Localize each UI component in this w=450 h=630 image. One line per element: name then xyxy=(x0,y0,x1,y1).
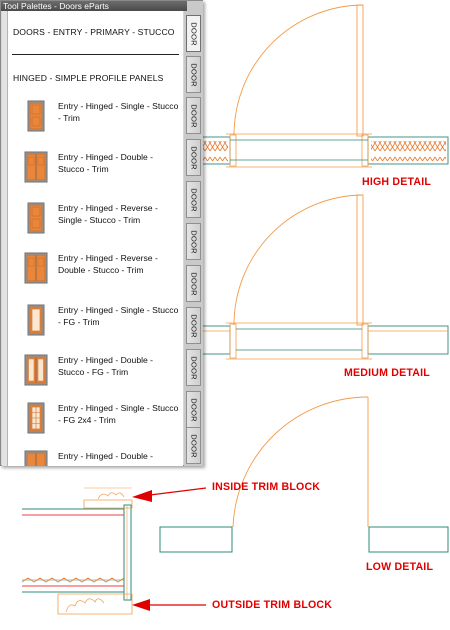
tab-door-8[interactable]: DOOR xyxy=(186,307,201,344)
tab-door-9[interactable]: DOOR xyxy=(186,349,201,386)
tab-door-7[interactable]: DOOR xyxy=(186,265,201,302)
section-separator xyxy=(12,54,179,55)
medium-detail-label: MEDIUM DETAIL xyxy=(344,367,430,379)
palette-scrollbar[interactable] xyxy=(2,11,8,466)
tool-item-label: Entry - Hinged - Double - Stucco - Trim xyxy=(58,152,154,174)
tool-item-label: Entry - Hinged - Double - xyxy=(58,451,154,461)
section-header-hinged: HINGED - SIMPLE PROFILE PANELS xyxy=(13,73,164,83)
tool-item-entry-hinged-single-stucco-fg-2x4-trim[interactable]: Entry - Hinged - Single - Stucco - FG 2x… xyxy=(8,399,183,447)
palette-title: Tool Palettes - Doors eParts xyxy=(3,1,109,11)
single-2x4-glass-door-icon xyxy=(27,402,45,434)
tool-item-label: Entry - Hinged - Reverse - Double - Stuc… xyxy=(58,253,158,275)
tab-door-10[interactable]: DOOR xyxy=(186,391,201,428)
tab-door-11[interactable]: DOOR xyxy=(186,427,201,464)
outside-trim-block-label: OUTSIDE TRIM BLOCK xyxy=(212,599,333,611)
title-strip xyxy=(187,1,203,11)
tab-door-5[interactable]: DOOR xyxy=(186,181,201,218)
tool-item-entry-hinged-double-stucco-fg-trim[interactable]: Entry - Hinged - Double - Stucco - FG - … xyxy=(8,351,183,399)
double-panel-door-icon xyxy=(24,252,48,284)
low-detail-door-plan xyxy=(159,396,449,553)
tab-door-6[interactable]: DOOR xyxy=(186,223,201,260)
tool-item-label: Entry - Hinged - Double - Stucco - FG - … xyxy=(58,355,154,377)
tab-door-3[interactable]: DOOR xyxy=(186,97,201,134)
tool-item-label: Entry - Hinged - Single - Stucco - Trim xyxy=(58,101,179,123)
tab-door-1[interactable]: DOOR xyxy=(186,15,201,52)
single-glass-door-icon xyxy=(27,304,45,336)
single-panel-door-icon xyxy=(27,100,45,132)
single-panel-door-icon xyxy=(27,202,45,234)
section-header-primary-stucco: DOORS - ENTRY - PRIMARY - STUCCO xyxy=(13,27,175,37)
tool-item-label: Entry - Hinged - Single - Stucco - FG - … xyxy=(58,305,179,327)
tool-item-entry-hinged-single-stucco-fg-trim[interactable]: Entry - Hinged - Single - Stucco - FG - … xyxy=(8,301,183,349)
palette-content: DOORS - ENTRY - PRIMARY - STUCCO HINGED … xyxy=(8,11,183,466)
high-detail-label: HIGH DETAIL xyxy=(362,176,432,188)
tool-item-entry-hinged-double[interactable]: Entry - Hinged - Double - xyxy=(8,447,183,466)
double-panel-door-icon xyxy=(24,450,48,466)
tool-item-entry-hinged-double-stucco-trim[interactable]: Entry - Hinged - Double - Stucco - Trim xyxy=(8,148,183,196)
tab-door-4[interactable]: DOOR xyxy=(186,139,201,176)
tool-palette-window[interactable]: Tool Palettes - Doors eParts DOORS - ENT… xyxy=(0,0,203,466)
high-detail-door-plan xyxy=(199,4,449,168)
double-panel-door-icon xyxy=(24,151,48,183)
inside-trim-block-label: INSIDE TRIM BLOCK xyxy=(212,481,321,493)
low-detail-label: LOW DETAIL xyxy=(366,561,434,573)
palette-title-bar[interactable]: Tool Palettes - Doors eParts xyxy=(1,1,189,11)
tool-item-entry-hinged-reverse-single-stucco-trim[interactable]: Entry - Hinged - Reverse - Single - Stuc… xyxy=(8,199,183,247)
tool-item-entry-hinged-single-stucco-trim[interactable]: Entry - Hinged - Single - Stucco - Trim xyxy=(8,97,183,145)
trim-block-detail xyxy=(21,487,207,615)
tool-item-label: Entry - Hinged - Single - Stucco - FG 2x… xyxy=(58,403,179,425)
double-glass-door-icon xyxy=(24,354,48,386)
tool-item-label: Entry - Hinged - Reverse - Single - Stuc… xyxy=(58,203,158,225)
tab-door-2[interactable]: DOOR xyxy=(186,56,201,93)
palette-tab-strip: DOOR DOOR DOOR DOOR DOOR DOOR DOOR DOOR … xyxy=(184,11,203,466)
medium-detail-door-plan xyxy=(199,194,449,360)
tool-item-entry-hinged-reverse-double-stucco-trim[interactable]: Entry - Hinged - Reverse - Double - Stuc… xyxy=(8,249,183,297)
